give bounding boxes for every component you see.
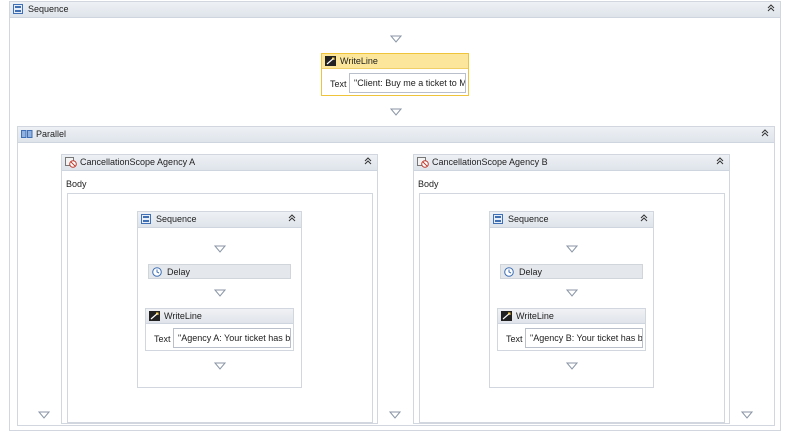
body-label: Body bbox=[66, 179, 87, 189]
collapse-icon[interactable] bbox=[715, 156, 725, 168]
sequence-icon bbox=[493, 214, 503, 224]
sequence-header[interactable]: Sequence bbox=[138, 212, 301, 228]
sequence-icon bbox=[13, 4, 23, 14]
text-expression-input[interactable]: "Client: Buy me a ticket to Mi bbox=[349, 73, 466, 93]
writeline-header[interactable]: WriteLine bbox=[146, 309, 293, 324]
drop-target-icon[interactable] bbox=[214, 289, 226, 297]
sequence-title: Sequence bbox=[508, 214, 549, 224]
writeline-icon bbox=[149, 311, 160, 321]
text-label: Text bbox=[506, 334, 523, 344]
drop-target-icon[interactable] bbox=[38, 411, 50, 419]
writeline-title: WriteLine bbox=[164, 311, 202, 321]
delay-activity[interactable]: Delay bbox=[500, 264, 643, 279]
writeline-header[interactable]: WriteLine bbox=[498, 309, 645, 324]
writeline-title: WriteLine bbox=[340, 56, 378, 66]
cancellation-scope-title: CancellationScope Agency A bbox=[80, 157, 196, 167]
cancellation-scope-title: CancellationScope Agency B bbox=[432, 157, 548, 167]
text-label: Text bbox=[154, 334, 171, 344]
root-sequence-header[interactable]: Sequence bbox=[10, 2, 780, 18]
collapse-icon[interactable] bbox=[287, 213, 297, 225]
writeline-activity-top[interactable]: WriteLine Text "Client: Buy me a ticket … bbox=[321, 53, 469, 96]
collapse-icon[interactable] bbox=[766, 3, 776, 15]
sequence-icon bbox=[141, 214, 151, 224]
drop-target-icon[interactable] bbox=[389, 411, 401, 419]
drop-target-icon[interactable] bbox=[566, 362, 578, 370]
body-label: Body bbox=[418, 179, 439, 189]
collapse-icon[interactable] bbox=[639, 213, 649, 225]
clock-icon bbox=[504, 267, 514, 279]
writeline-activity-a[interactable]: WriteLine Text "Agency A: Your ticket ha… bbox=[145, 308, 294, 351]
text-label: Text bbox=[330, 79, 347, 89]
drop-target-icon[interactable] bbox=[390, 108, 402, 116]
cancellation-scope-icon bbox=[417, 157, 429, 168]
parallel-header[interactable]: Parallel bbox=[18, 127, 774, 143]
cancellation-scope-header[interactable]: CancellationScope Agency A bbox=[62, 155, 377, 171]
writeline-icon bbox=[325, 56, 336, 66]
delay-activity[interactable]: Delay bbox=[148, 264, 291, 279]
collapse-icon[interactable] bbox=[363, 156, 373, 168]
clock-icon bbox=[152, 267, 162, 279]
cancellation-scope-icon bbox=[65, 157, 77, 168]
parallel-title: Parallel bbox=[36, 129, 67, 139]
sequence-activity-b[interactable]: Sequence bbox=[489, 211, 654, 388]
sequence-activity-a[interactable]: Sequence bbox=[137, 211, 302, 388]
text-expression-input[interactable]: "Agency A: Your ticket has be bbox=[173, 328, 291, 348]
drop-target-icon[interactable] bbox=[214, 245, 226, 253]
drop-target-icon[interactable] bbox=[566, 245, 578, 253]
writeline-header[interactable]: WriteLine bbox=[322, 54, 468, 69]
drop-target-icon[interactable] bbox=[566, 289, 578, 297]
cancellation-scope-header[interactable]: CancellationScope Agency B bbox=[414, 155, 729, 171]
collapse-icon[interactable] bbox=[760, 128, 770, 140]
writeline-activity-b[interactable]: WriteLine Text "Agency B: Your ticket ha… bbox=[497, 308, 646, 351]
writeline-icon bbox=[501, 311, 512, 321]
text-expression-input[interactable]: "Agency B: Your ticket has be bbox=[525, 328, 643, 348]
delay-title: Delay bbox=[167, 267, 191, 277]
root-sequence-title: Sequence bbox=[28, 4, 69, 14]
drop-target-icon[interactable] bbox=[214, 362, 226, 370]
writeline-title: WriteLine bbox=[516, 311, 554, 321]
parallel-icon bbox=[21, 129, 33, 139]
sequence-title: Sequence bbox=[156, 214, 197, 224]
sequence-header[interactable]: Sequence bbox=[490, 212, 653, 228]
drop-target-icon[interactable] bbox=[390, 35, 402, 43]
drop-target-icon[interactable] bbox=[741, 411, 753, 419]
delay-title: Delay bbox=[519, 267, 543, 277]
